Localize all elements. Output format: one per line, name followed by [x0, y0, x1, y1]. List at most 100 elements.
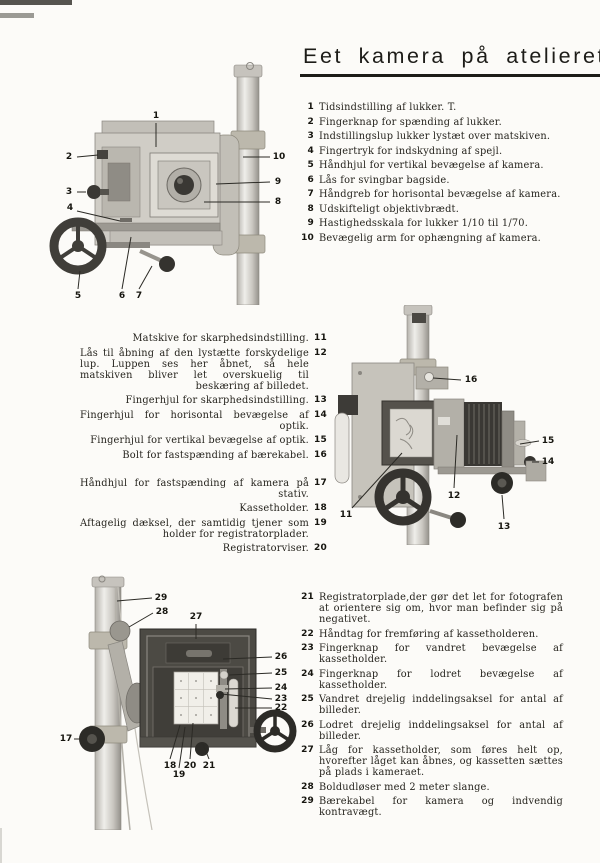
- index-shaft-knob-icon: [219, 670, 229, 680]
- hand-grip: [139, 249, 175, 272]
- callout-leader-line: [76, 154, 99, 158]
- callout-number: 5: [75, 291, 81, 301]
- callout-number: 8: [275, 197, 281, 207]
- item-number: 5: [307, 160, 314, 170]
- item-text: Lås til åbning af den lystætte forskydel…: [80, 347, 309, 392]
- list-item: 10 Bevægelig arm for ophængning af kamer…: [300, 233, 563, 244]
- item-text: Bevægelig arm for ophængning af kamera.: [319, 232, 542, 244]
- item-text: Aftagelig dæksel, der samtidig tjener so…: [80, 517, 309, 540]
- item-text: Hastighedsskala for lukker 1/10 til 1/70…: [319, 218, 529, 229]
- list-item: 6 Lås for svingbar bagside.: [300, 175, 563, 186]
- callout-number: 12: [448, 491, 461, 501]
- callout-leader-line: [178, 726, 186, 769]
- list-item: 21 Registratorplade,der gør det let for …: [300, 592, 563, 625]
- list-item: Matskive for skarphedsindstilling. 11: [80, 333, 328, 344]
- advance-handle: [228, 678, 239, 728]
- item-number: 16: [314, 449, 327, 460]
- callout-number: 2: [66, 152, 72, 162]
- list-item: Håndhjul for fastspænding af kamera på s…: [80, 478, 328, 500]
- hook-icon: [98, 575, 106, 583]
- item-number: 29: [301, 796, 314, 806]
- item-text: Indstillingslup lukker lystæt over matsk…: [319, 131, 551, 142]
- stand-column: [79, 575, 153, 830]
- list-item: 29 Bærekabel for kamera og indvendig kon…: [300, 796, 563, 818]
- list-item: Kassetholder. 18: [80, 503, 328, 514]
- list-item: Aftagelig dæksel, der samtidig tjener so…: [80, 518, 328, 540]
- callout-number: 9: [275, 177, 281, 187]
- callout-number: 13: [498, 522, 511, 532]
- item-text: Låg for kassetholder, som føres helt op,…: [319, 745, 563, 778]
- item-text: Fingerknap for spænding af lukker.: [319, 116, 502, 128]
- list-item: 22 Håndtag for fremføring af kassetholde…: [300, 629, 563, 640]
- pointer-knob-icon: [195, 742, 209, 756]
- callout-number: 11: [340, 510, 353, 520]
- bellows-and-standards: [433, 398, 547, 494]
- parts-list-11-20: Matskive for skarphedsindstilling. 11 Lå…: [80, 333, 328, 558]
- item-text: Fingerhjul for horisontal bevægelse af o…: [80, 409, 309, 432]
- knob-icon: [87, 185, 101, 199]
- item-number: 3: [307, 131, 314, 141]
- callout-leader-line: [77, 270, 81, 290]
- item-number: 22: [301, 628, 314, 639]
- item-text: Lodret drejelig inddelingsaksel for anta…: [319, 719, 563, 742]
- item-number: 25: [301, 694, 314, 704]
- list-item: 26 Lodret drejelig inddelingsaksel for a…: [300, 720, 563, 742]
- callout-number: 17: [60, 734, 73, 744]
- list-item: 25 Vandret drejelig inddelingsaksel for …: [300, 694, 563, 716]
- list-item: 27 Låg for kassetholder, som føres helt …: [300, 745, 563, 778]
- callout-leader-line: [222, 656, 273, 660]
- parts-list-21-29: 21 Registratorplade,der gør det let for …: [300, 592, 563, 822]
- callout-number: 26: [275, 652, 288, 662]
- item-number: 9: [307, 218, 314, 228]
- item-number: 13: [314, 395, 327, 405]
- callout-number: 23: [275, 694, 288, 704]
- callout-number: 28: [156, 607, 169, 617]
- callout-leader-line: [453, 434, 458, 489]
- list-item: 1 Tidsindstilling af lukker. T.: [300, 102, 563, 113]
- title-underline: [300, 74, 600, 78]
- list-item: Lås til åbning af den lystætte forskydel…: [80, 348, 328, 392]
- handwheel: [49, 217, 150, 275]
- parts-list-1-10: 1 Tidsindstilling af lukker. T. 2 Finger…: [300, 102, 563, 247]
- item-text: Håndtag for fremføring af kassetholderen…: [319, 628, 539, 640]
- item-number: 15: [314, 435, 327, 445]
- list-item: Fingerhjul for horisontal bevægelse af o…: [80, 410, 328, 432]
- callout-number: 6: [119, 291, 125, 301]
- callout-number: 7: [136, 291, 142, 301]
- callout-leader-line: [432, 377, 462, 381]
- callout-leader-line: [519, 440, 540, 445]
- item-text: Lås for svingbar bagside.: [319, 174, 450, 186]
- item-text: Registratorviser.: [222, 543, 309, 554]
- item-text: Håndhjul for fastspænding af kamera på s…: [80, 477, 309, 500]
- list-item: 8 Udskifteligt objektivbrædt.: [300, 204, 563, 215]
- callout-leader-line: [224, 687, 273, 690]
- item-text: Håndhjul for vertikal bevægelse af kamer…: [319, 160, 544, 171]
- list-item: Registratorviser. 20: [80, 543, 328, 554]
- callout-number: 18: [164, 761, 177, 771]
- item-text: Vandret drejelig inddelingsaksel for ant…: [319, 694, 563, 716]
- handwheel: [374, 468, 466, 528]
- list-item: 2 Fingerknap for spænding af lukker.: [300, 117, 563, 128]
- item-text: Bolt for fastspænding af bærekabel.: [122, 449, 309, 461]
- item-number: 28: [301, 781, 314, 792]
- callout-leader-line: [116, 597, 153, 602]
- callout-number: 29: [155, 593, 168, 603]
- item-text: Fingerhjul for vertikal bevægelse af opt…: [90, 435, 309, 446]
- item-number: 6: [307, 174, 314, 185]
- item-number: 14: [314, 409, 327, 420]
- item-text: Kassetholder.: [239, 503, 309, 514]
- item-number: 12: [314, 347, 327, 358]
- item-number: 19: [314, 517, 327, 528]
- callout-leader-line: [215, 181, 271, 185]
- callout-leader-line: [501, 494, 505, 520]
- item-number: 11: [314, 333, 327, 343]
- list-item: 5 Håndhjul for vertikal bevægelse af kam…: [300, 160, 563, 171]
- fingerknob-icon: [216, 691, 224, 699]
- callout-number: 14: [542, 457, 555, 467]
